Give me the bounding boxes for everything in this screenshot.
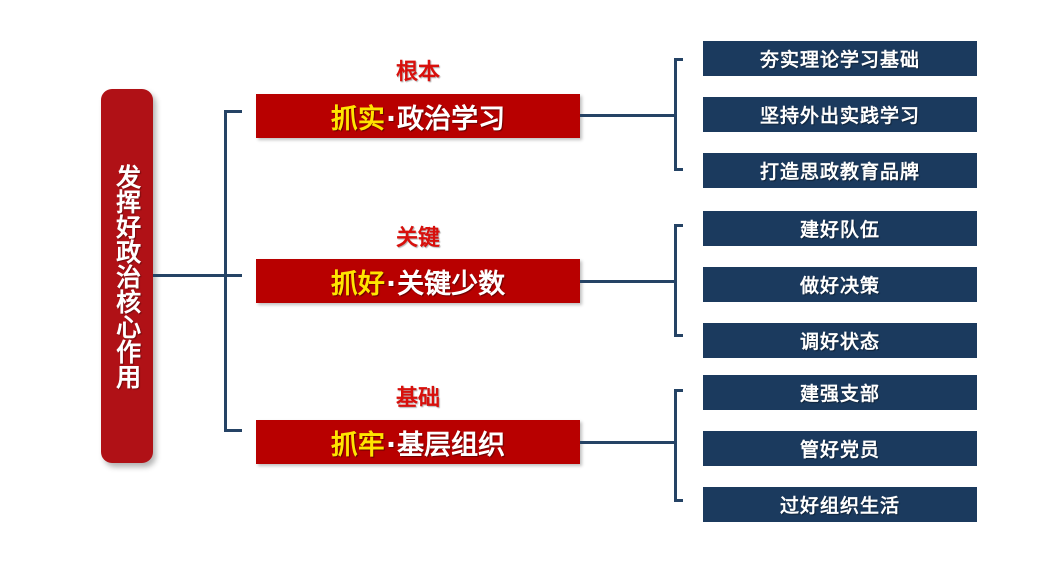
leaf-box-2-3: 调好状态 xyxy=(703,323,977,358)
connector-root-stub-middle xyxy=(224,274,242,277)
branch-box-1-rest: 政治学习 xyxy=(397,103,506,135)
connector-branch-3-stub-top xyxy=(674,389,683,392)
branch-box-3-separator: · xyxy=(385,429,397,461)
connector-root-spine xyxy=(224,110,227,432)
branch-box-3: 抓牢·基层组织 xyxy=(256,420,580,464)
leaf-label-3-2: 管好党员 xyxy=(799,439,880,461)
branch-box-2-accent: 抓好 xyxy=(330,268,385,300)
leaf-label-1-3: 打造思政教育品牌 xyxy=(759,161,920,183)
branch-tag-3: 基础 xyxy=(395,386,440,411)
branch-box-3-accent: 抓牢 xyxy=(330,429,385,461)
leaf-box-3-1: 建强支部 xyxy=(703,375,977,410)
branch-box-1-accent: 抓实 xyxy=(330,103,385,135)
leaf-label-2-1: 建好队伍 xyxy=(799,219,880,241)
branch-tag-1: 根本 xyxy=(395,60,440,85)
branch-box-3-text: 抓牢·基层组织 xyxy=(331,423,505,462)
leaf-box-1-1: 夯实理论学习基础 xyxy=(703,41,977,76)
connector-branch-2-stub-top xyxy=(674,224,683,227)
leaf-label-2-2: 做好决策 xyxy=(799,275,880,297)
branch-box-2-rest: 关键少数 xyxy=(397,268,506,300)
branch-box-2: 抓好·关键少数 xyxy=(256,259,580,303)
connector-root-stem xyxy=(153,274,227,277)
branch-box-1-separator: · xyxy=(385,103,397,135)
leaf-box-2-1: 建好队伍 xyxy=(703,211,977,246)
leaf-label-1-1: 夯实理论学习基础 xyxy=(759,49,920,71)
connector-branch-3-stem xyxy=(580,441,677,444)
root-node: 发挥好政治核心作用 xyxy=(101,89,153,463)
leaf-box-3-3: 过好组织生活 xyxy=(703,487,977,522)
branch-box-1-text: 抓实·政治学习 xyxy=(331,97,505,136)
branch-box-2-separator: · xyxy=(385,268,397,300)
connector-root-stub-bottom xyxy=(224,429,242,432)
connector-branch-1-stub-bottom xyxy=(674,168,683,171)
leaf-box-1-3: 打造思政教育品牌 xyxy=(703,153,977,188)
branch-tag-2: 关键 xyxy=(395,226,440,251)
connector-branch-1-stem xyxy=(580,114,677,117)
branch-box-2-text: 抓好·关键少数 xyxy=(331,262,505,301)
leaf-label-3-1: 建强支部 xyxy=(799,383,880,405)
leaf-label-2-3: 调好状态 xyxy=(799,331,880,353)
connector-root-stub-top xyxy=(224,110,242,113)
connector-branch-3-spine xyxy=(674,389,677,502)
connector-branch-1-spine xyxy=(674,58,677,171)
connector-branch-3-stub-bottom xyxy=(674,499,683,502)
leaf-box-1-2: 坚持外出实践学习 xyxy=(703,97,977,132)
connector-branch-2-stub-bottom xyxy=(674,334,683,337)
leaf-label-1-2: 坚持外出实践学习 xyxy=(759,105,920,127)
connector-branch-1-stub-top xyxy=(674,58,683,61)
leaf-box-3-2: 管好党员 xyxy=(703,431,977,466)
leaf-box-2-2: 做好决策 xyxy=(703,267,977,302)
root-node-label: 发挥好政治核心作用 xyxy=(112,163,142,389)
connector-branch-2-spine xyxy=(674,224,677,337)
branch-box-3-rest: 基层组织 xyxy=(397,429,506,461)
branch-box-1: 抓实·政治学习 xyxy=(256,94,580,138)
connector-branch-2-stem xyxy=(580,280,677,283)
leaf-label-3-3: 过好组织生活 xyxy=(779,495,900,517)
